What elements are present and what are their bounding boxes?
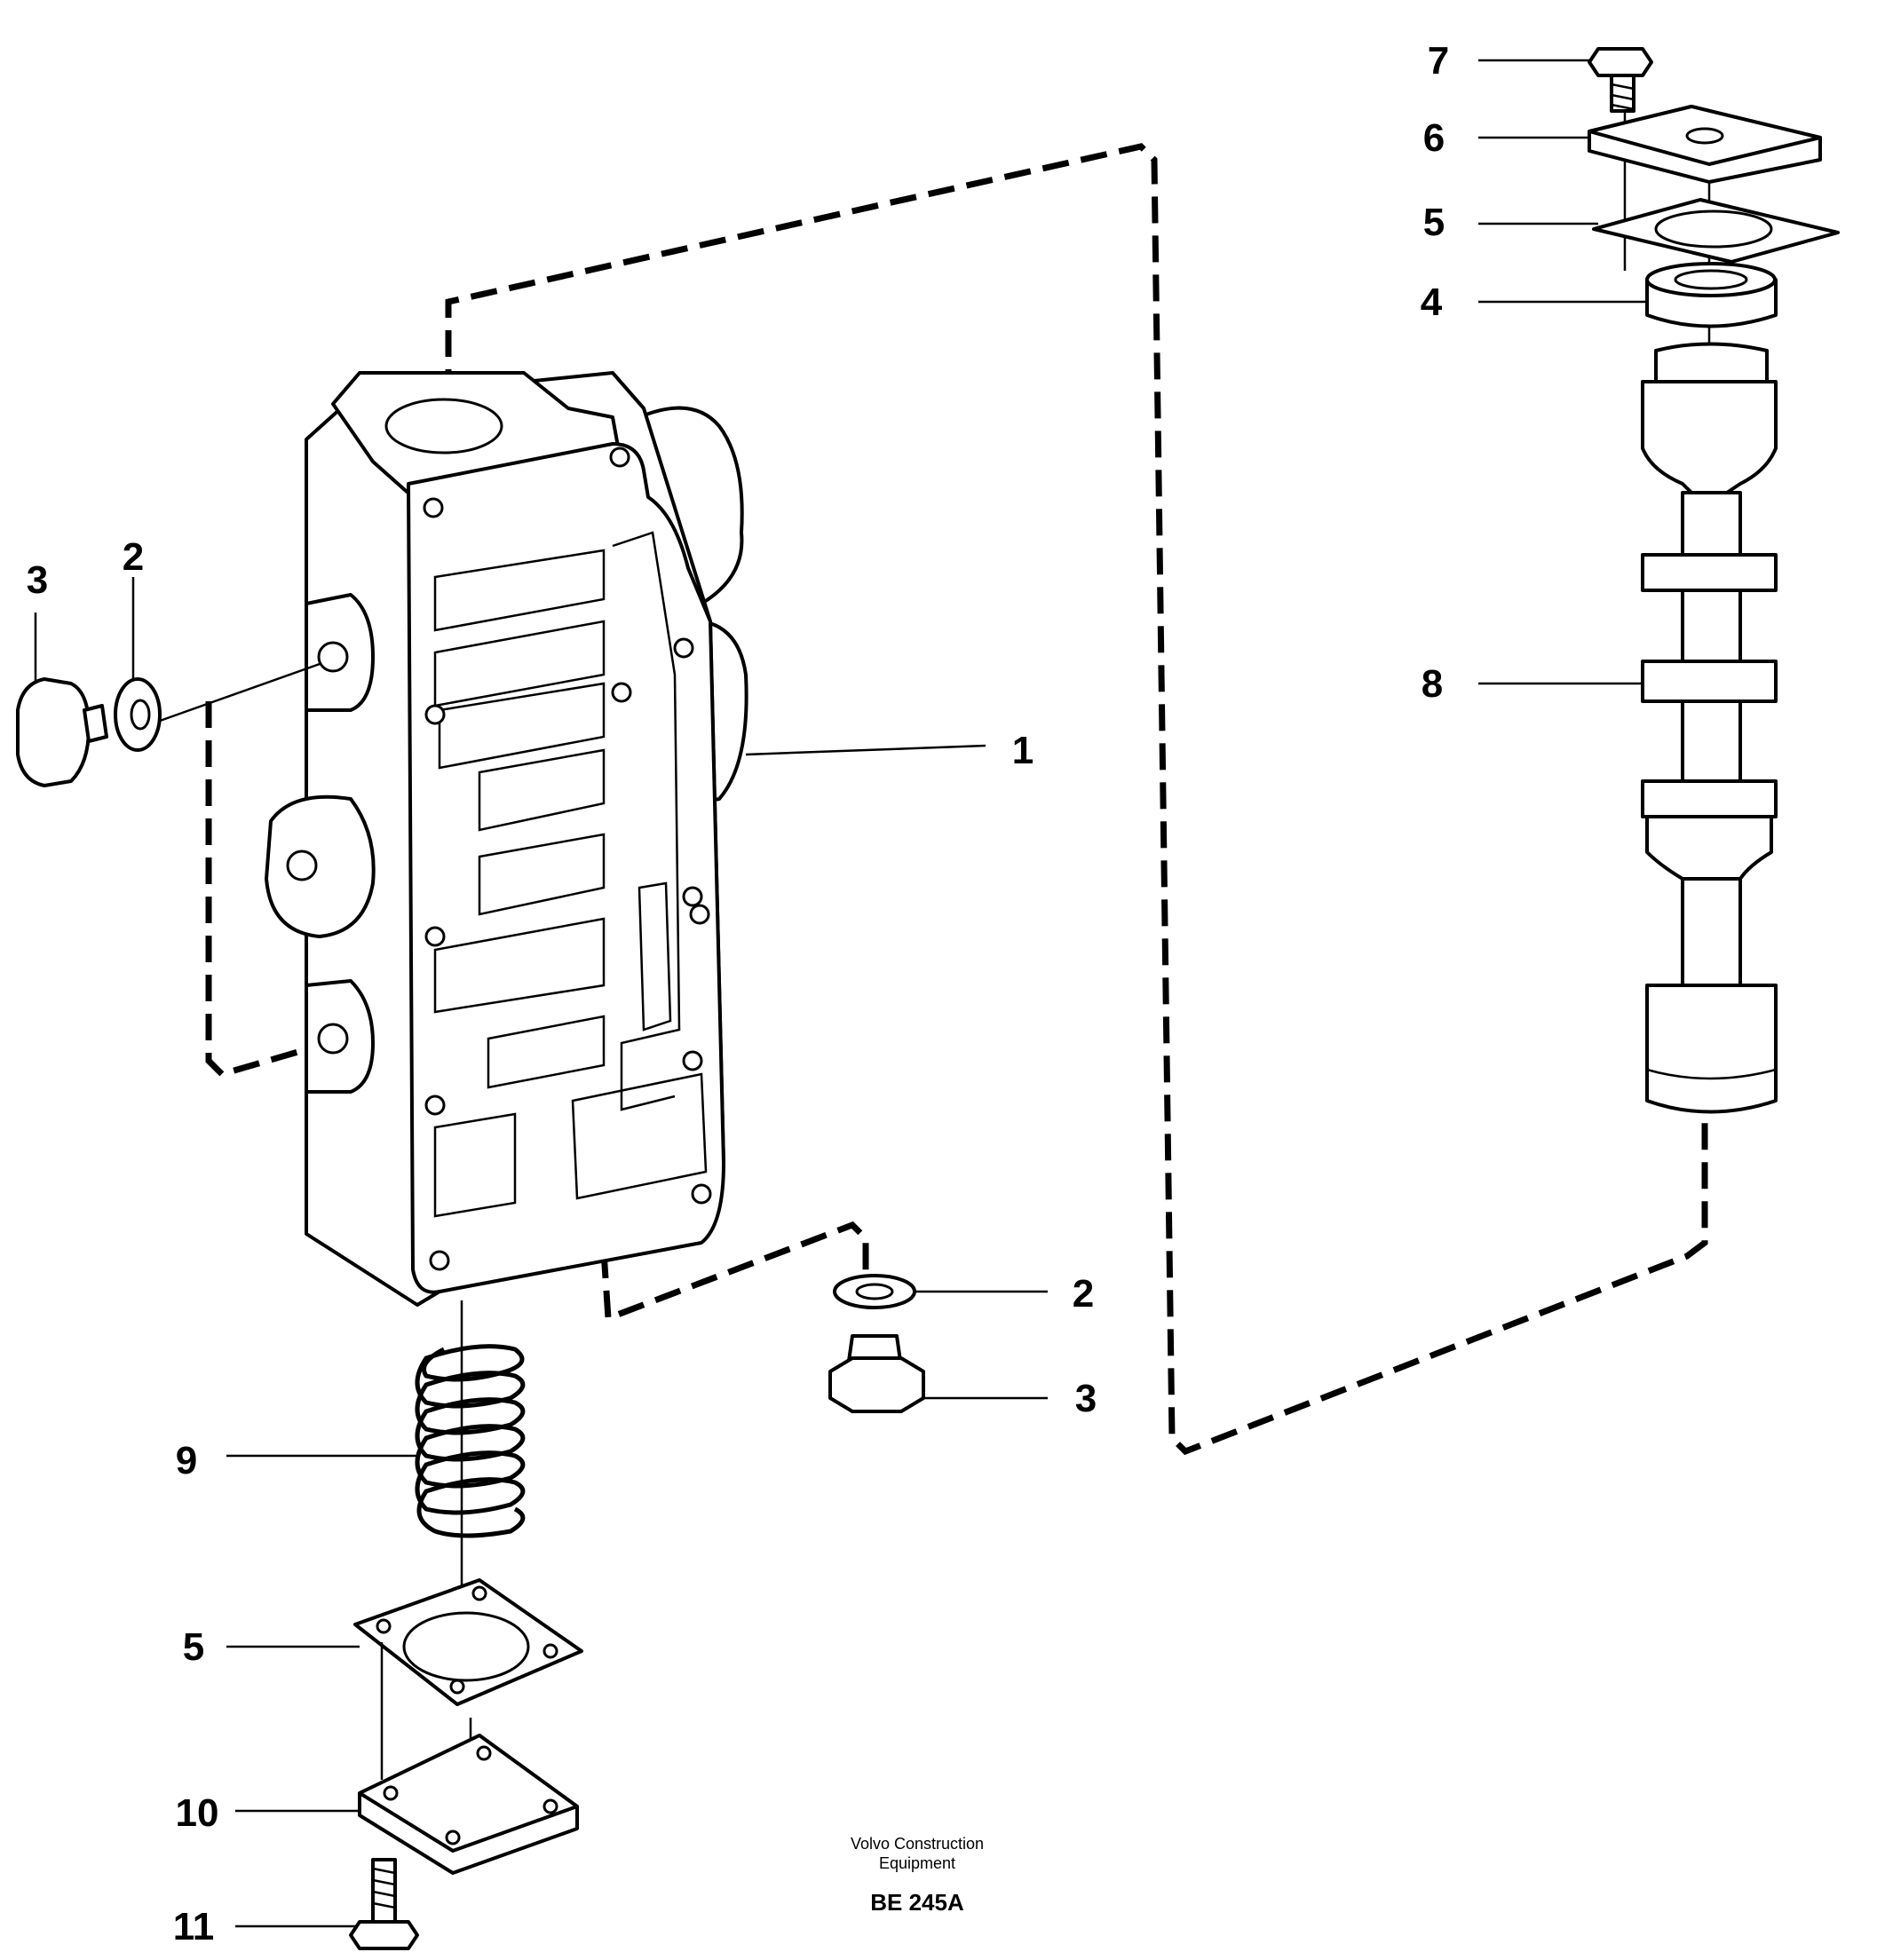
bottom-screw bbox=[349, 1858, 419, 1950]
callout-9: 9 bbox=[176, 1439, 197, 1482]
callout-8: 8 bbox=[1422, 662, 1443, 706]
right-plug-hex bbox=[828, 1356, 925, 1413]
callout-10: 10 bbox=[176, 1791, 219, 1835]
housing-ports bbox=[433, 531, 708, 1218]
callout-1: 1 bbox=[1012, 729, 1034, 772]
brand-line-2: Equipment bbox=[879, 1854, 955, 1872]
spool bbox=[1641, 342, 1778, 1114]
callout-4: 4 bbox=[1421, 281, 1443, 324]
callout-2-left: 2 bbox=[123, 535, 144, 579]
callout-3-left: 3 bbox=[27, 558, 48, 602]
callout-5-top: 5 bbox=[1423, 201, 1445, 244]
housing-bolt-holes bbox=[423, 447, 712, 1271]
callout-11: 11 bbox=[173, 1905, 215, 1948]
callout-3-right: 3 bbox=[1075, 1377, 1097, 1420]
right-valve-stack bbox=[1588, 47, 1840, 1114]
housing-side-bosses bbox=[265, 593, 376, 1094]
bottom-gasket bbox=[353, 1578, 583, 1706]
left-plug-head bbox=[16, 677, 91, 787]
assembly-guide-lines bbox=[205, 143, 1708, 1456]
spring bbox=[415, 1300, 526, 1598]
top-screw-head bbox=[1588, 47, 1653, 77]
callout-leaders bbox=[34, 59, 1647, 1928]
drawing-code: BE 245A bbox=[870, 1889, 964, 1916]
callout-labels: 1 2 3 2 3 4 5 6 7 8 9 5 10 11 bbox=[27, 39, 1449, 1948]
callout-2-right: 2 bbox=[1073, 1272, 1094, 1316]
callout-6: 6 bbox=[1423, 116, 1445, 160]
brand-line-1: Volvo Construction bbox=[851, 1835, 984, 1853]
valve-housing bbox=[265, 371, 748, 1307]
callout-5-bottom: 5 bbox=[183, 1625, 204, 1669]
left-plug-and-washer bbox=[16, 662, 321, 787]
bottom-cover-plate bbox=[358, 1642, 579, 1875]
callout-7: 7 bbox=[1428, 39, 1449, 83]
right-plug-and-washer bbox=[828, 1274, 925, 1413]
footer: Volvo Construction Equipment BE 245A bbox=[851, 1835, 984, 1916]
